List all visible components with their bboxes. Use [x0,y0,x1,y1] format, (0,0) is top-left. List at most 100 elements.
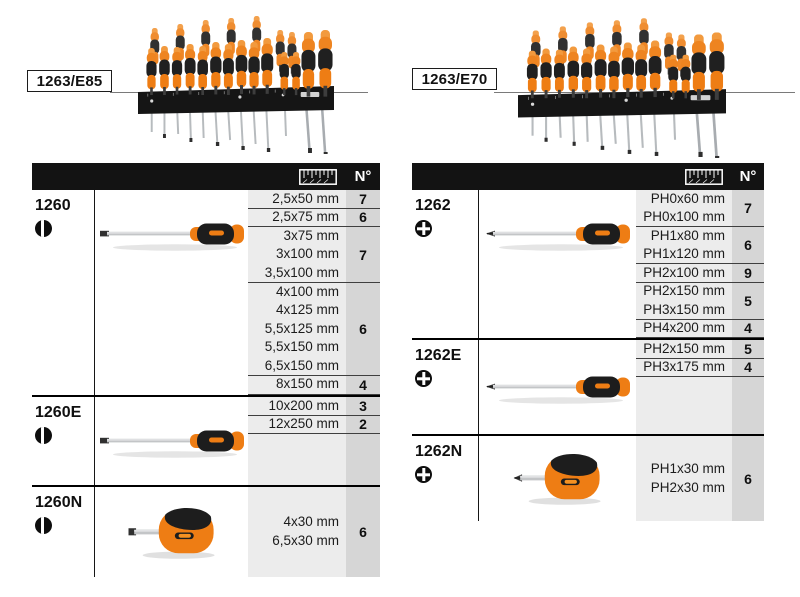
size-group-row: PH2x150 mm 5 [636,340,764,359]
quantity-value: 6 [359,320,367,337]
table-body: 1260 2,5x50 mm 7 2,5x75 mm 6 3x75 mm 3x100 mm 3… [32,190,380,577]
set-code-label: 1263/E70 [412,68,497,90]
sizes-cell: PH3x175 mm [636,359,732,377]
table-header: N° [32,163,380,190]
size-value: 10x200 mm [268,397,339,413]
size-value: 5,5x150 mm [264,339,339,355]
slotted-tip-icon [35,427,52,444]
sizes-cell: PH2x150 mm PH3x150 mm [636,283,732,319]
long-slotted-screwdriver [97,421,247,461]
sizes-cell: 4x30 mm 6,5x30 mm [248,487,346,577]
size-group-row: 10x200 mm 3 [248,397,380,416]
table-header: N° [412,163,764,190]
slotted-tip-icon [35,220,52,237]
product-code-cell: 1260N [32,487,95,577]
product-code: 1262E [415,347,462,364]
phillips-tip-icon [415,370,432,387]
quantity-value: 4 [744,359,752,376]
product-code-cell: 1260 [32,190,95,395]
quantity-value: 3 [359,397,367,414]
quantity-value: 5 [744,340,752,357]
size-value: PH2x100 mm [643,264,725,280]
size-value: 6,5x150 mm [264,357,339,373]
size-group-row: 8x150 mm 4 [248,376,380,395]
product-rack-image-1263-e85 [138,4,334,154]
sizes-cell: 2,5x75 mm [248,209,346,227]
size-value: PH1x30 mm [650,461,725,476]
quantity-value: 7 [744,200,752,216]
size-value: PH3x150 mm [643,301,725,317]
product-section-1260E: 1260E 10x200 mm 3 12x250 mm 2 [32,395,380,485]
size-value: 3x75 mm [283,227,339,243]
sizes-cell: PH0x60 mm PH0x100 mm [636,190,732,226]
stubby-slotted-screwdriver [120,503,224,562]
size-value: PH3x175 mm [643,359,725,374]
product-section-1260: 1260 2,5x50 mm 7 2,5x75 mm 6 3x75 mm 3x100 mm 3… [32,190,380,395]
product-code-cell: 1260E [32,397,95,485]
quantity-value: 5 [744,292,752,309]
size-value: 4x30 mm [283,514,339,530]
product-code: 1262 [415,197,451,214]
size-value: PH0x100 mm [643,209,725,224]
ruler-icon [299,169,337,185]
product-code: 1260 [35,197,71,214]
quantity-value: 6 [359,524,367,540]
size-value: 3,5x100 mm [264,264,339,280]
size-value: PH1x120 mm [643,246,725,261]
sizes-cell: PH4x200 mm [636,320,732,338]
sizes-cell: 2,5x50 mm [248,190,346,208]
size-value: 4x100 mm [275,283,339,299]
size-value: 8x150 mm [275,376,339,392]
size-value: PH2x30 mm [650,479,725,495]
product-code: 1262N [415,443,463,460]
product-code-cell: 1262 [412,190,479,338]
long-slotted-screwdriver [97,214,247,254]
spec-table-1263-e85: N° 1260 2,5x50 mm 7 2,5x75 mm 6 3x75 mm 3x100 … [32,163,380,577]
size-group-row: 12x250 mm 2 [248,416,380,435]
product-code-cell: 1262E [412,340,479,434]
product-code: 1260N [35,494,83,511]
quantity-value: 9 [744,264,752,281]
sizes-cell: 8x150 mm [248,376,346,394]
sizes-cell: PH1x30 mm PH2x30 mm [636,436,732,521]
quantity-value: 4 [359,376,367,393]
size-group-row: PH2x150 mm PH3x150 mm 5 [636,283,764,320]
sizes-cell: 10x200 mm [248,397,346,415]
size-value: 2,5x50 mm [272,190,339,206]
size-value: 6,5x30 mm [272,533,339,548]
quantity-value: 6 [744,237,752,253]
size-value: PH2x150 mm [643,340,725,356]
screwdriver-photo [479,436,636,521]
product-code: 1260E [35,404,82,421]
quantity-value: 4 [744,320,752,337]
screwdriver-photo [95,190,248,395]
size-value: PH2x150 mm [643,283,725,298]
phillips-tip-icon [415,220,432,237]
size-quantity-rows: 4x30 mm 6,5x30 mm 6 [248,487,380,577]
set-code-label: 1263/E85 [27,70,112,92]
size-value: PH0x60 mm [650,190,725,206]
size-group-row: PH0x60 mm PH0x100 mm 7 [636,190,764,227]
sizes-cell: PH2x150 mm [636,340,732,358]
size-value: 3x100 mm [275,246,339,262]
quantity-value: 6 [359,209,367,226]
quantity-value: 2 [359,416,367,433]
sizes-cell: 12x250 mm [248,416,346,434]
stubby-phillips-screwdriver [506,449,610,508]
quantity-value: 7 [359,190,367,207]
slotted-tip-icon [35,517,52,534]
size-value: PH4x200 mm [643,320,725,335]
sizes-cell: PH2x100 mm [636,264,732,282]
size-quantity-rows: 10x200 mm 3 12x250 mm 2 [248,397,380,485]
size-value: 4x125 mm [275,302,339,318]
size-value: 2,5x75 mm [272,209,339,225]
quantity-column-header: N° [354,168,372,185]
